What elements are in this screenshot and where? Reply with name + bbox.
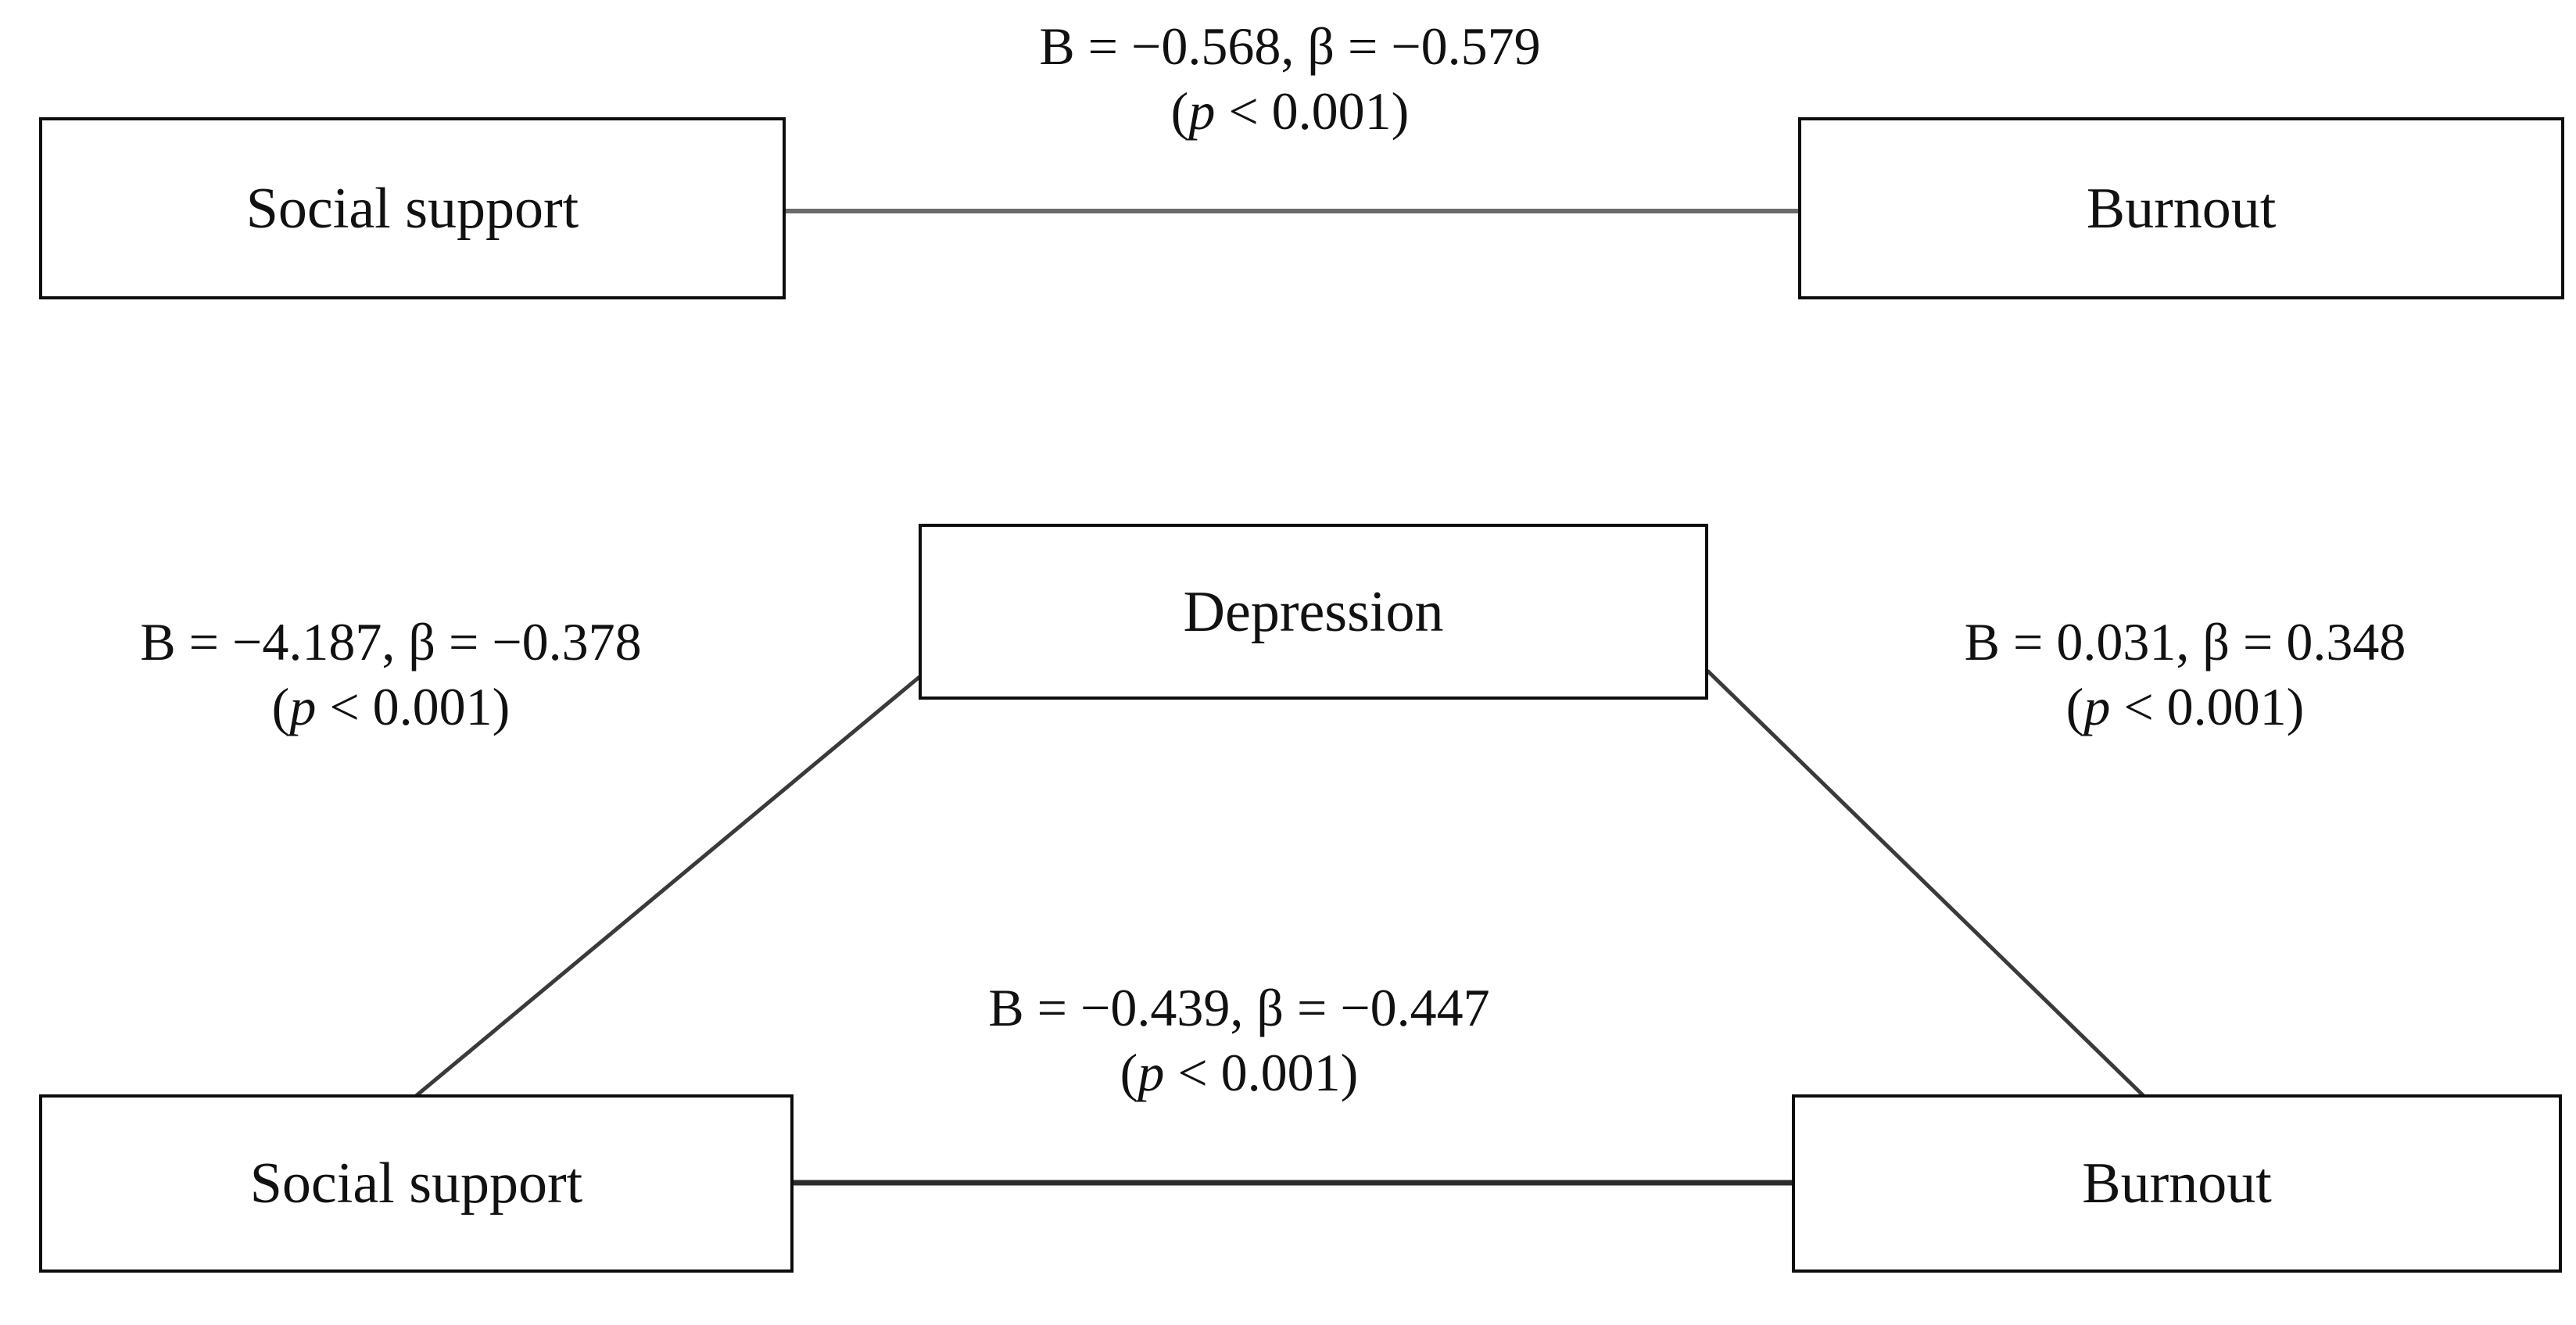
node-burnout-bottom[interactable]: Burnout [1792,1094,2562,1273]
path-pvalue-total-effect: (p < 0.001) [899,79,1681,144]
node-social-support-top[interactable]: Social support [39,117,786,299]
p-prefix-c-prime-path: ( [1120,1042,1138,1102]
node-label-social-support-bottom: Social support [249,1151,583,1216]
node-label-social-support-top: Social support [245,176,579,241]
node-burnout-top[interactable]: Burnout [1798,117,2564,299]
node-label-depression: Depression [1183,579,1444,644]
node-depression-mediator[interactable]: Depression [919,524,1708,700]
p-rest-a-path: < 0.001) [316,676,511,736]
p-prefix-total-effect: ( [1170,81,1189,141]
p-symbol-b-path: p [2083,676,2111,736]
p-symbol-a-path: p [289,676,317,736]
path-coefficients-c-prime-path: B = −0.439, β = −0.447 [988,978,1490,1037]
path-label-b-path: B = 0.031, β = 0.348 (p < 0.001) [1880,610,2490,739]
path-coefficients-a-path: B = −4.187, β = −0.378 [140,612,642,671]
node-social-support-bottom[interactable]: Social support [39,1094,794,1273]
path-label-total-effect: B = −0.568, β = −0.579 (p < 0.001) [899,14,1681,144]
path-pvalue-b-path: (p < 0.001) [1880,675,2490,739]
p-symbol-total-effect: p [1188,81,1216,141]
p-rest-total-effect: < 0.001) [1215,81,1410,141]
path-coefficients-b-path: B = 0.031, β = 0.348 [1964,612,2406,671]
p-rest-b-path: < 0.001) [2110,676,2305,736]
edge-a-path [414,675,921,1098]
path-label-c-prime-path: B = −0.439, β = −0.447 (p < 0.001) [848,976,1630,1105]
p-prefix-a-path: ( [271,676,290,736]
path-coefficients-total-effect: B = −0.568, β = −0.579 [1039,16,1541,76]
path-pvalue-c-prime-path: (p < 0.001) [848,1040,1630,1105]
path-label-a-path: B = −4.187, β = −0.378 (p < 0.001) [39,610,743,739]
p-prefix-b-path: ( [2065,676,2084,736]
node-label-burnout-bottom: Burnout [2082,1151,2272,1216]
p-rest-c-prime-path: < 0.001) [1164,1042,1359,1102]
node-label-burnout-top: Burnout [2086,176,2277,241]
p-symbol-c-prime-path: p [1138,1042,1165,1102]
path-pvalue-a-path: (p < 0.001) [39,675,743,739]
